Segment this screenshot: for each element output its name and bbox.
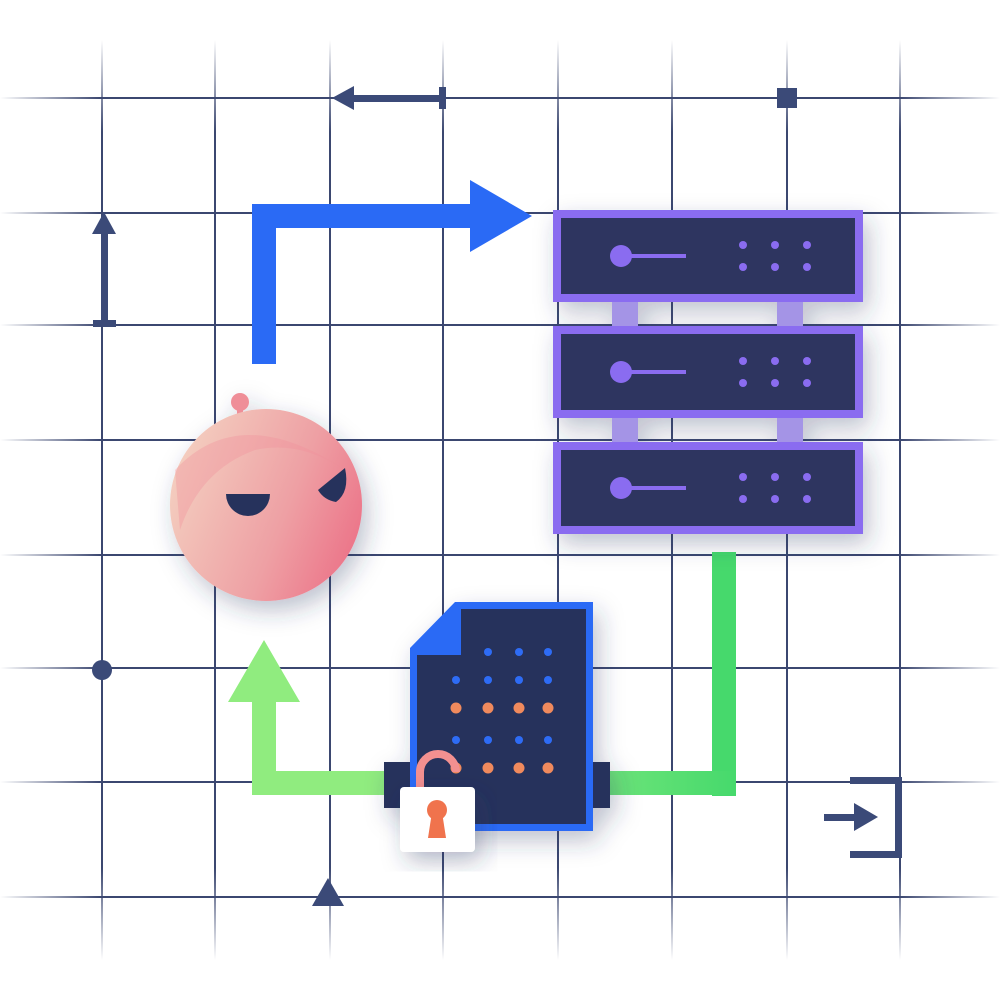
server-connector <box>777 300 803 330</box>
server-vent-dot <box>739 241 747 249</box>
document-dot <box>452 736 460 744</box>
server-vent-dot <box>771 263 779 271</box>
document-dot <box>484 676 492 684</box>
document-dot <box>515 648 523 656</box>
triangle-marker-icon <box>312 878 344 906</box>
document-dot <box>515 736 523 744</box>
square-marker-icon <box>777 88 797 108</box>
server-unit <box>553 210 863 302</box>
grid-line-horizontal <box>0 439 1000 441</box>
server-unit-body <box>561 334 855 410</box>
document-dot <box>450 702 462 714</box>
server-vent-dot <box>803 263 811 271</box>
server-vent-dot <box>771 495 779 503</box>
server-vent-dot <box>739 495 747 503</box>
document-dot <box>542 762 554 774</box>
grid-line-vertical <box>899 40 901 960</box>
server-unit <box>553 442 863 534</box>
document-dot <box>542 702 554 714</box>
document-dot <box>482 702 494 714</box>
blue-arrow <box>252 180 532 364</box>
vertical-arrow-icon <box>92 212 116 327</box>
server-slot <box>626 486 686 490</box>
server-vent-dot <box>803 379 811 387</box>
server-vent-dot <box>739 357 747 365</box>
login-icon <box>824 777 902 858</box>
document-dot <box>482 762 494 774</box>
server-vent-dot <box>803 357 811 365</box>
server-led-icon <box>610 245 632 267</box>
server-vent-dot <box>771 473 779 481</box>
server-unit-body <box>561 450 855 526</box>
server-slot <box>626 254 686 258</box>
dot-marker-icon <box>92 660 112 680</box>
document-dot <box>513 762 525 774</box>
document-dot <box>513 702 525 714</box>
server-vent-dot <box>803 241 811 249</box>
server-slot <box>626 370 686 374</box>
server-vent-dot <box>739 263 747 271</box>
grid-line-horizontal <box>0 97 1000 99</box>
server-unit-body <box>561 218 855 294</box>
server-unit <box>553 326 863 418</box>
server-vent-dot <box>739 473 747 481</box>
unlocked-padlock-icon <box>400 750 475 852</box>
document-dot <box>452 676 460 684</box>
grid-line-horizontal <box>0 324 1000 326</box>
grid-line-vertical <box>442 40 444 960</box>
robot-icon <box>170 393 362 601</box>
document-dot <box>484 736 492 744</box>
grid-line-horizontal <box>0 896 1000 898</box>
document-dot <box>515 676 523 684</box>
robot-eye <box>318 468 347 502</box>
server-vent-dot <box>771 357 779 365</box>
server-vent-dot <box>803 473 811 481</box>
green-arrow <box>228 552 736 796</box>
server-vent-dot <box>739 379 747 387</box>
server-vent-dot <box>771 379 779 387</box>
server-rack-icon <box>553 210 863 534</box>
server-vent-dot <box>771 241 779 249</box>
arrow-left-icon <box>332 86 446 110</box>
robot-mouth <box>226 494 270 516</box>
server-connector <box>777 416 803 446</box>
grid-line-vertical <box>101 40 103 960</box>
server-led-icon <box>610 477 632 499</box>
server-led-icon <box>610 361 632 383</box>
server-vent-dot <box>803 495 811 503</box>
document-dot <box>544 676 552 684</box>
server-connector <box>612 300 638 330</box>
document-dot <box>484 648 492 656</box>
grid-line-horizontal <box>0 554 1000 556</box>
document-dot <box>544 648 552 656</box>
server-connector <box>612 416 638 446</box>
document-dot <box>544 736 552 744</box>
